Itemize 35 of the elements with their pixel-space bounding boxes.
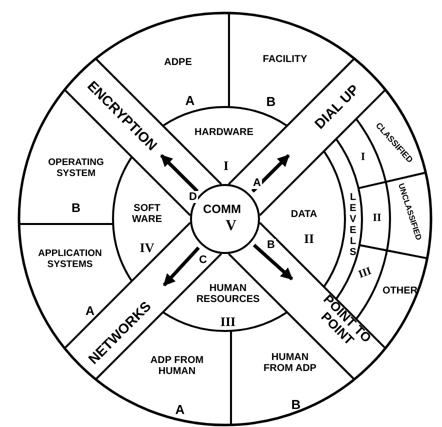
sector-title: SOFT WARE (131, 202, 163, 226)
ring-label: LEVELS (348, 192, 358, 258)
arrow (251, 154, 290, 193)
edge-label: B (266, 239, 276, 251)
arrow (252, 244, 294, 280)
sector-title: ADPE (164, 57, 192, 69)
roman-numeral: I (223, 160, 229, 172)
sector-title: HUMAN RESOURCES (195, 282, 261, 306)
sector-letter: A (175, 404, 185, 416)
roman-numeral: III (356, 265, 374, 281)
roman-numeral: IV (140, 242, 154, 254)
sector-title: HARDWARE (194, 127, 254, 139)
arrow (160, 154, 199, 193)
sector-title: ADP FROM HUMAN (150, 354, 205, 378)
sector-letter: A (185, 95, 195, 107)
arrow (162, 246, 200, 286)
center-circle (190, 184, 260, 254)
roman-numeral: III (220, 316, 236, 328)
roman-numeral: II (304, 233, 314, 245)
sector-letter: B (71, 202, 81, 214)
roman-numeral: I (360, 150, 366, 164)
cell-label: OTHER (382, 286, 418, 296)
edge-label: D (188, 191, 198, 203)
roman-numeral: V (226, 218, 236, 235)
sector-title: OPERATING SYSTEM (47, 158, 105, 180)
sector-letter: B (266, 96, 276, 108)
sector-title: DATA (290, 209, 318, 221)
sector-title: FACILITY (262, 54, 308, 66)
sector-letter: B (291, 399, 301, 411)
sector-title: APPLICATION SYSTEMS (37, 249, 103, 271)
roman-numeral: II (372, 212, 382, 224)
edge-label: C (198, 254, 208, 266)
edge-label: A (252, 177, 262, 189)
sector-title: HUMAN FROM ADP (262, 352, 318, 374)
center-label: COMM (203, 203, 241, 216)
